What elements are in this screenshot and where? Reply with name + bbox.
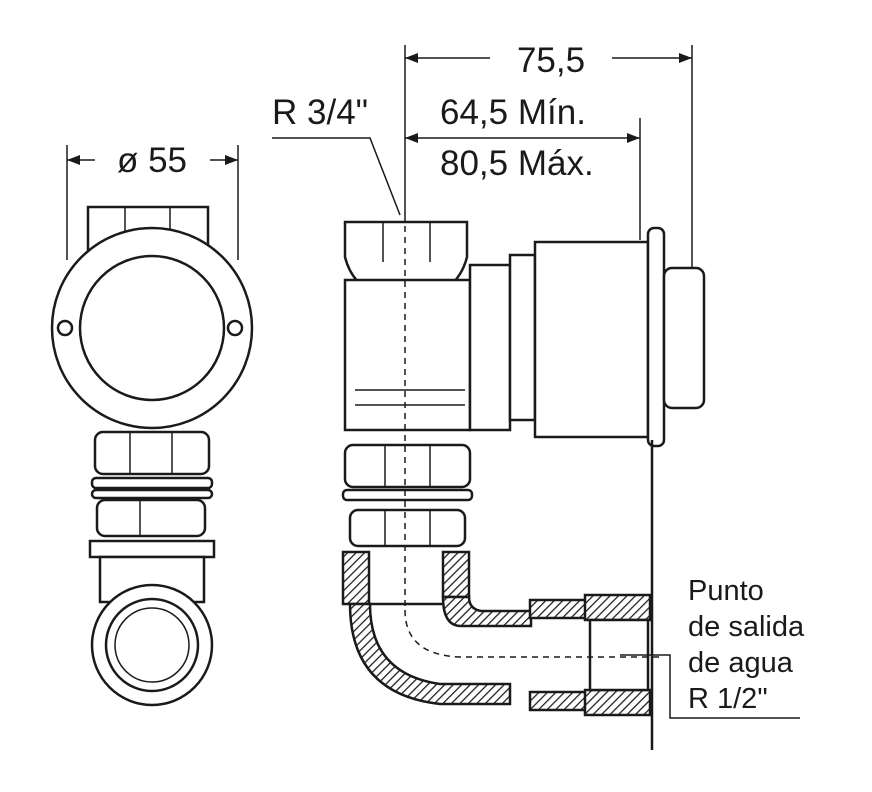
max-depth-label: 80,5 Máx. (440, 144, 594, 183)
diameter-label: ø 55 (117, 141, 187, 180)
overall-depth-label: 75,5 (517, 41, 585, 80)
outlet-note-line-2: de salida (688, 611, 805, 643)
front-view: ø 55 (50, 141, 254, 707)
inlet-thread-label: R 3/4" (272, 93, 368, 132)
outlet-note-line-1: Punto (688, 575, 764, 607)
outlet-note-line-3: de agua (688, 647, 794, 679)
outlet-note-line-4: R 1/2" (688, 683, 768, 715)
min-depth-label: 64,5 Mín. (440, 93, 586, 132)
side-view: 75,5 64,5 Mín. 80,5 Máx. R 3/4" (272, 41, 805, 750)
